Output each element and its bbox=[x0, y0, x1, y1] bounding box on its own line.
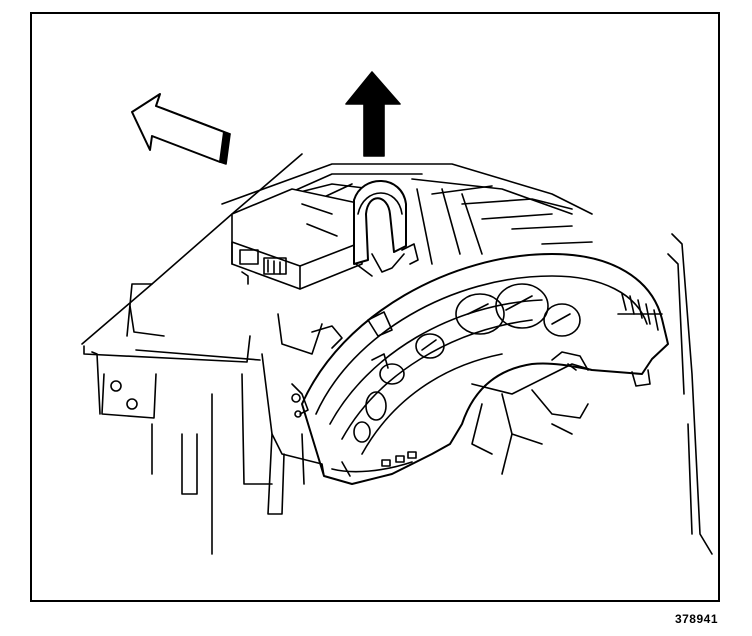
instrument-cluster bbox=[301, 253, 669, 485]
illustration-frame bbox=[30, 12, 720, 602]
figure-id: 378941 bbox=[674, 612, 718, 626]
lift-up-arrow bbox=[345, 71, 401, 157]
dashboard-shell bbox=[81, 153, 303, 555]
harness-connector bbox=[353, 180, 419, 277]
left-support-bracket bbox=[261, 313, 343, 515]
right-pillar bbox=[667, 233, 713, 555]
steering-column-area bbox=[471, 351, 593, 475]
instrument-cluster-removal-illustration bbox=[81, 71, 713, 555]
control-module bbox=[231, 188, 363, 290]
direction-arrow bbox=[131, 93, 231, 165]
